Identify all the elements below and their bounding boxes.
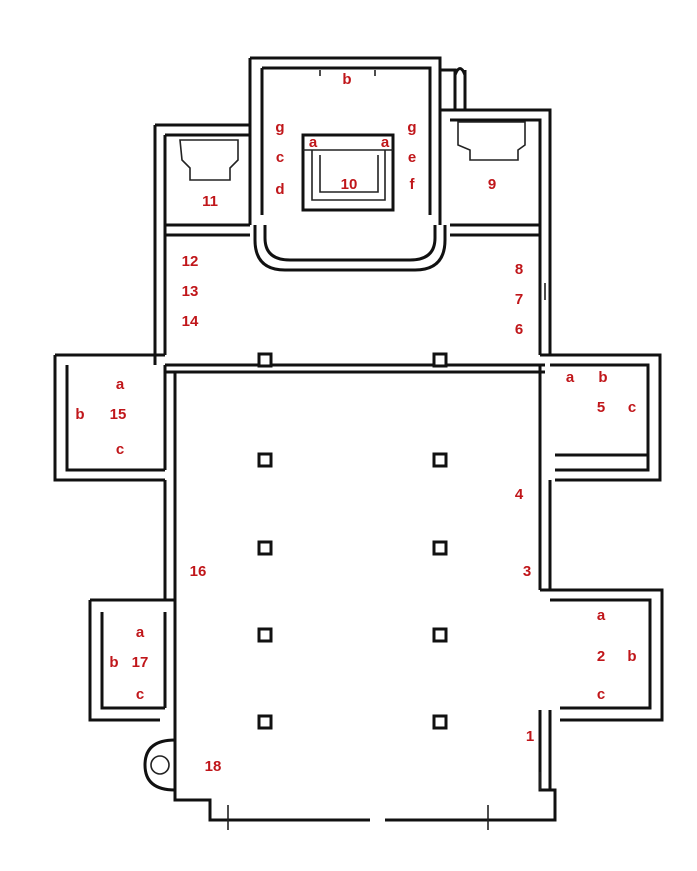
room-label: g bbox=[407, 119, 416, 136]
room-label: f bbox=[410, 176, 416, 193]
room-label: c bbox=[136, 686, 144, 703]
room-label: 10 bbox=[341, 176, 358, 193]
room-label: b bbox=[75, 406, 84, 423]
room-label: b bbox=[598, 369, 607, 386]
walls bbox=[53, 56, 664, 830]
column bbox=[432, 627, 448, 643]
room-label: b bbox=[342, 71, 351, 88]
room-label: e bbox=[408, 149, 416, 166]
room-label: c bbox=[597, 686, 605, 703]
room-label: a bbox=[309, 134, 318, 151]
room-label: b bbox=[109, 654, 118, 671]
columns bbox=[257, 352, 448, 730]
room-label: 17 bbox=[132, 654, 149, 671]
room-label: 3 bbox=[523, 563, 531, 580]
column bbox=[432, 452, 448, 468]
room-label: 5 bbox=[597, 399, 605, 416]
column bbox=[432, 540, 448, 556]
room-label: 16 bbox=[190, 563, 207, 580]
room-label: a bbox=[566, 369, 575, 386]
room-label: 6 bbox=[515, 321, 523, 338]
column bbox=[257, 352, 273, 368]
room-label: 15 bbox=[110, 406, 127, 423]
room-label: 4 bbox=[515, 486, 524, 503]
room-label: 2 bbox=[597, 648, 605, 665]
room-label: a bbox=[381, 134, 390, 151]
room-label: 9 bbox=[488, 176, 496, 193]
room-label: g bbox=[275, 119, 284, 136]
room-label: 7 bbox=[515, 291, 523, 308]
room-label: a bbox=[136, 624, 145, 641]
column bbox=[257, 452, 273, 468]
room-label: a bbox=[116, 376, 125, 393]
column bbox=[432, 352, 448, 368]
column bbox=[257, 627, 273, 643]
column bbox=[432, 714, 448, 730]
room-label: 18 bbox=[205, 758, 222, 775]
column bbox=[257, 714, 273, 730]
room-label: 12 bbox=[182, 253, 199, 270]
room-label: 8 bbox=[515, 261, 523, 278]
room-label: d bbox=[275, 181, 284, 198]
room-label: c bbox=[116, 441, 124, 458]
room-label: 14 bbox=[182, 313, 199, 330]
room-label: c bbox=[276, 149, 284, 166]
column bbox=[257, 540, 273, 556]
room-label: b bbox=[627, 648, 636, 665]
room-label: c bbox=[628, 399, 636, 416]
room-label: 1 bbox=[526, 728, 534, 745]
room-label: 13 bbox=[182, 283, 199, 300]
room-label: 11 bbox=[202, 193, 218, 210]
room-label: a bbox=[597, 607, 606, 624]
